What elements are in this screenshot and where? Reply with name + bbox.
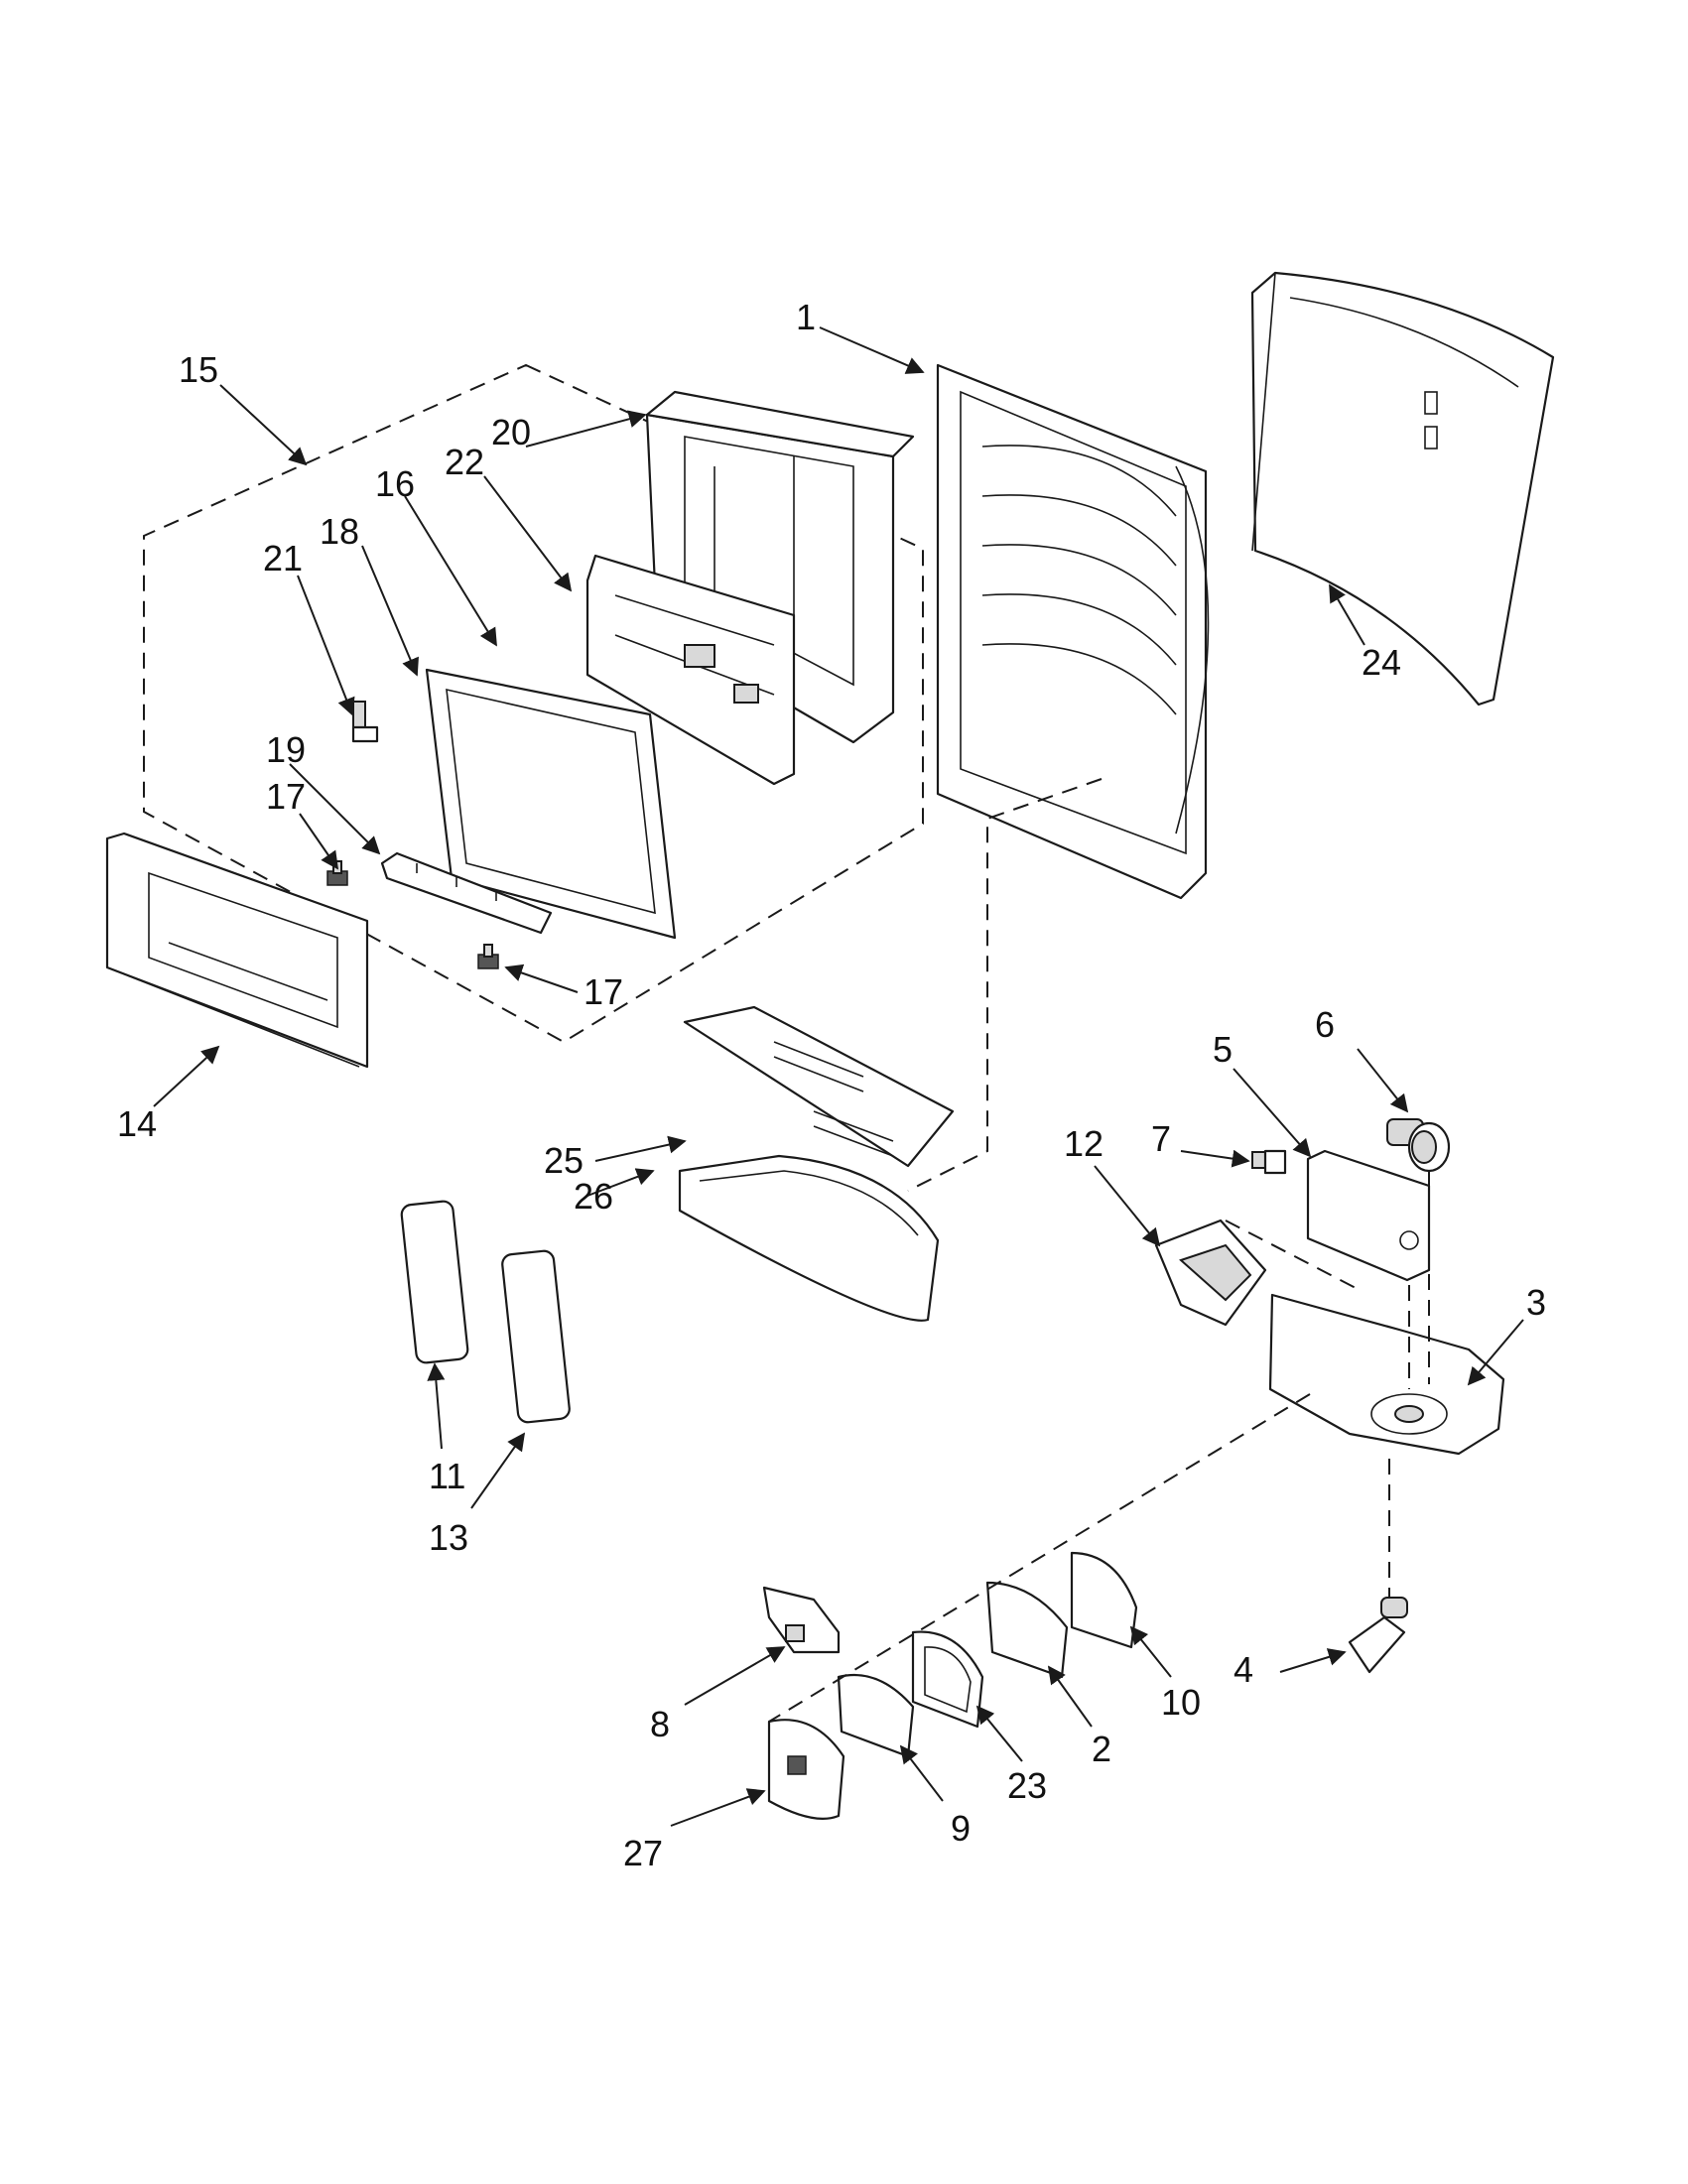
part-22-control-board — [585, 554, 796, 786]
callout-8: 8 — [650, 1704, 670, 1744]
callout-26: 26 — [574, 1176, 613, 1217]
callout-10: 10 — [1161, 1682, 1201, 1723]
callout-13: 13 — [429, 1517, 468, 1558]
part-19-button-strip — [380, 851, 553, 935]
part-27-ice-door — [767, 1719, 845, 1820]
callout-5: 5 — [1213, 1029, 1233, 1070]
callout-17-upper: 17 — [266, 776, 306, 817]
callout-4: 4 — [1234, 1649, 1253, 1690]
leader-lines — [153, 326, 1524, 1827]
callout-17-lower: 17 — [584, 971, 623, 1012]
part-8-switch-module — [762, 1586, 841, 1654]
part-2-flap — [985, 1581, 1069, 1679]
callout-18: 18 — [320, 511, 359, 552]
callout-6: 6 — [1315, 1004, 1335, 1045]
callout-16: 16 — [375, 463, 415, 504]
part-17-screw-upper — [326, 860, 348, 886]
callout-7: 7 — [1151, 1118, 1171, 1159]
callout-27: 27 — [623, 1833, 663, 1873]
part-25-drip-tray — [678, 1154, 940, 1322]
callout-11: 11 — [429, 1456, 465, 1496]
callout-21: 21 — [263, 538, 303, 578]
callout-24: 24 — [1362, 642, 1401, 683]
callout-3: 3 — [1526, 1282, 1546, 1323]
callout-1: 1 — [796, 297, 816, 337]
part-11-pad — [400, 1200, 469, 1364]
part-17-screw-lower — [477, 944, 499, 969]
callout-23: 23 — [1007, 1765, 1047, 1806]
part-21-switch — [351, 701, 379, 743]
callout-9: 9 — [951, 1808, 971, 1849]
part-5-solenoid-bracket — [1306, 1149, 1431, 1282]
callout-12: 12 — [1064, 1123, 1104, 1164]
part-13-pad — [501, 1249, 571, 1424]
callout-25: 25 — [544, 1140, 584, 1181]
part-24-door-trim — [1250, 271, 1555, 707]
part-20-control-housing — [645, 390, 915, 744]
callout-15: 15 — [179, 349, 218, 390]
part-18-control-frame — [425, 668, 677, 940]
assembly-connector-lines — [768, 778, 1430, 1723]
part-3-actuator-housing — [1268, 1293, 1505, 1456]
callout-labels: 1 15 20 22 16 18 21 19 17 17 14 24 6 5 7… — [117, 297, 1546, 1873]
part-12-ice-chute — [1154, 1219, 1267, 1327]
part-14-dispenser-front-panel — [105, 832, 369, 1069]
control-assembly-boundary — [143, 363, 924, 1044]
callout-22: 22 — [445, 442, 484, 482]
part-7-screw — [1251, 1149, 1287, 1175]
part-23-gasket-ring — [911, 1630, 984, 1729]
part-6-knob — [1386, 1118, 1451, 1173]
callout-19: 19 — [266, 729, 306, 770]
part-10-cover — [1070, 1551, 1138, 1649]
callout-14: 14 — [117, 1103, 157, 1144]
part-1-dispenser-housing — [936, 363, 1210, 900]
part-9-flap — [837, 1673, 915, 1758]
callout-2: 2 — [1092, 1729, 1111, 1769]
callout-20: 20 — [491, 412, 531, 452]
part-4-water-fitting — [1348, 1597, 1408, 1674]
part-26-drip-grille — [683, 1005, 955, 1168]
